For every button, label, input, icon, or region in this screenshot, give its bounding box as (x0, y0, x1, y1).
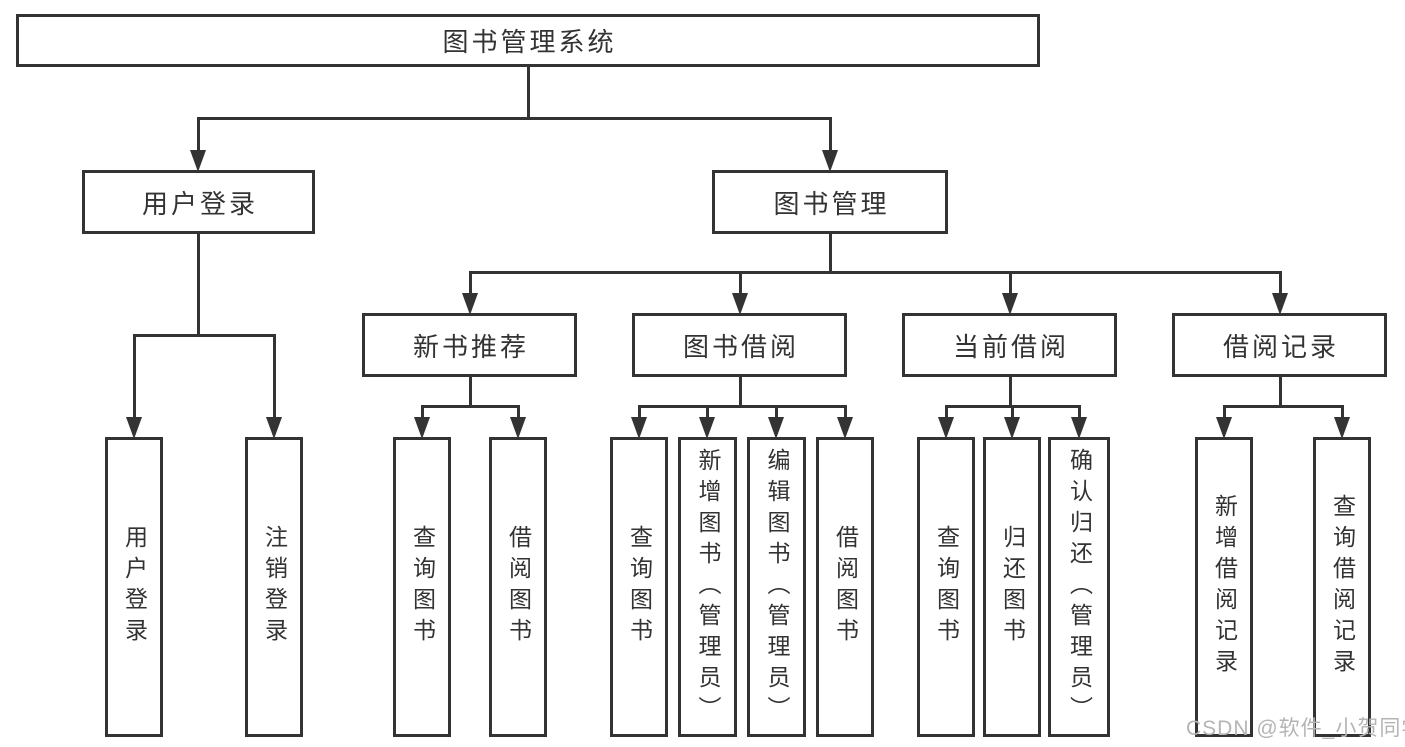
leaf-confirm-return-admin: 确认归还（管理员） (1048, 437, 1110, 737)
leaf-query-books-borrowing: 查询图书 (610, 437, 668, 737)
node-borrowing-records: 借阅记录 (1172, 313, 1387, 377)
node-user-login-label: 用户登录 (141, 188, 258, 219)
connector-line (1008, 375, 1012, 407)
leaf-borrow-books-recommend-label: 借阅图书 (505, 525, 532, 649)
leaf-query-borrow-record: 查询借阅记录 (1313, 437, 1371, 737)
connector-line (132, 333, 276, 337)
node-library-system: 图书管理系统 (16, 14, 1040, 67)
node-current-borrowing-label: 当前借阅 (952, 331, 1069, 362)
connector-line (468, 272, 472, 295)
connector-line (196, 232, 200, 337)
arrowhead-down-icon (462, 293, 478, 315)
connector-line (1340, 406, 1344, 420)
arrowhead-down-icon (699, 417, 715, 439)
arrowhead-down-icon (510, 417, 526, 439)
csdn-watermark: CSDN @软件_小贺同学 (1186, 717, 1405, 740)
leaf-confirm-return-admin-label: 确认归还（管理员） (1066, 447, 1093, 727)
connector-line (1278, 272, 1282, 295)
connector-line (637, 406, 641, 420)
leaf-return-book-label: 归还图书 (999, 525, 1026, 649)
connector-line (828, 232, 832, 273)
connector-line (1278, 375, 1282, 407)
connector-line (132, 335, 136, 419)
leaf-logout-label: 注销登录 (261, 525, 288, 649)
leaf-user-login: 用户登录 (105, 437, 163, 737)
arrowhead-down-icon (732, 293, 748, 315)
leaf-edit-book-admin: 编辑图书（管理员） (747, 437, 806, 737)
connector-line (637, 404, 847, 408)
leaf-add-borrow-record-label: 新增借阅记录 (1211, 494, 1238, 680)
arrowhead-down-icon (1004, 417, 1020, 439)
leaf-query-books-recommend-label: 查询图书 (409, 525, 436, 649)
connector-line (738, 272, 742, 295)
leaf-query-books-borrowing-label: 查询图书 (626, 525, 653, 649)
arrowhead-down-icon (1216, 417, 1232, 439)
leaf-edit-book-admin-label: 编辑图书（管理员） (764, 447, 790, 727)
arrowhead-down-icon (1334, 417, 1350, 439)
connector-line (705, 406, 709, 420)
leaf-add-book-admin-label: 新增图书（管理员） (695, 447, 721, 727)
leaf-borrow-books-borrowing-label: 借阅图书 (832, 525, 859, 649)
connector-line (1222, 404, 1344, 408)
arrowhead-down-icon (1002, 293, 1018, 315)
arrowhead-down-icon (938, 417, 954, 439)
node-book-borrowing: 图书借阅 (632, 313, 847, 377)
connector-line (1008, 272, 1012, 295)
node-borrowing-records-label: 借阅记录 (1222, 331, 1339, 362)
arrowhead-down-icon (266, 417, 282, 439)
connector-line (1077, 406, 1081, 420)
connector-line (420, 404, 520, 408)
leaf-query-books-recommend: 查询图书 (393, 437, 451, 737)
connector-line (196, 116, 832, 120)
connector-line (516, 406, 520, 420)
leaf-add-book-admin: 新增图书（管理员） (678, 437, 737, 737)
node-library-system-label: 图书管理系统 (442, 27, 617, 57)
connector-line (774, 406, 778, 420)
connector-line (272, 335, 276, 419)
connector-line (738, 375, 742, 407)
arrowhead-down-icon (1071, 417, 1087, 439)
connector-line (828, 118, 832, 152)
connector-line (526, 66, 530, 119)
connector-line (843, 406, 847, 420)
leaf-return-book: 归还图书 (983, 437, 1041, 737)
leaf-query-borrow-record-label: 查询借阅记录 (1329, 494, 1356, 680)
leaf-user-login-label: 用户登录 (121, 525, 148, 649)
connector-line (468, 270, 1282, 274)
arrowhead-down-icon (414, 417, 430, 439)
leaf-query-books-current: 查询图书 (917, 437, 975, 737)
leaf-logout: 注销登录 (245, 437, 303, 737)
connector-line (1222, 406, 1226, 420)
node-new-book-recommend: 新书推荐 (362, 313, 577, 377)
arrowhead-down-icon (837, 417, 853, 439)
node-book-management-label: 图书管理 (773, 188, 890, 219)
connector-line (944, 406, 948, 420)
node-book-borrowing-label: 图书借阅 (682, 331, 799, 362)
arrowhead-down-icon (631, 417, 647, 439)
arrowhead-down-icon (1272, 293, 1288, 315)
connector-line (468, 375, 472, 407)
connector-line (196, 118, 200, 152)
arrowhead-down-icon (190, 150, 206, 172)
connector-line (420, 406, 424, 420)
connector-line (1010, 406, 1014, 420)
node-book-management: 图书管理 (712, 170, 948, 234)
arrowhead-down-icon (126, 417, 142, 439)
leaf-borrow-books-recommend: 借阅图书 (489, 437, 547, 737)
node-current-borrowing: 当前借阅 (902, 313, 1117, 377)
leaf-query-books-current-label: 查询图书 (933, 525, 960, 649)
leaf-borrow-books-borrowing: 借阅图书 (816, 437, 874, 737)
arrowhead-down-icon (768, 417, 784, 439)
node-new-book-recommend-label: 新书推荐 (412, 331, 529, 362)
arrowhead-down-icon (822, 150, 838, 172)
leaf-add-borrow-record: 新增借阅记录 (1195, 437, 1253, 737)
node-user-login: 用户登录 (82, 170, 315, 234)
